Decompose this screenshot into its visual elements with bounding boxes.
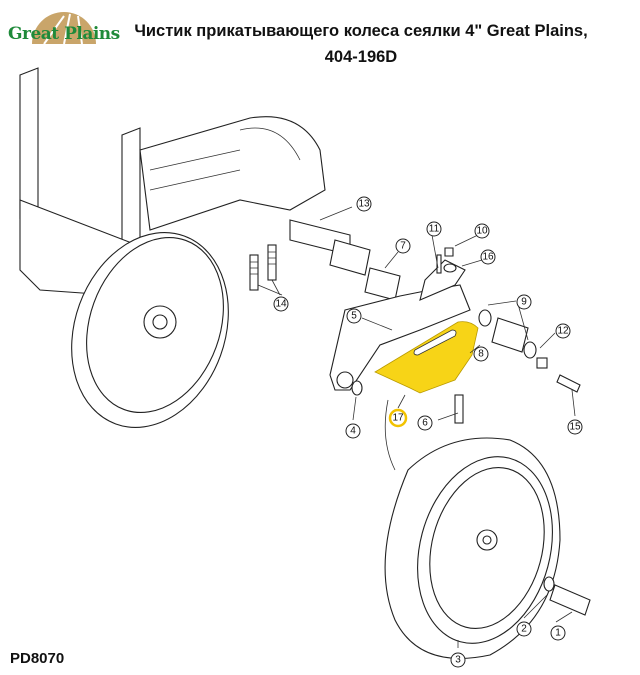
- callout-7: 7: [395, 238, 411, 254]
- spring-bolts: [249, 244, 277, 291]
- callout-9: 9: [516, 294, 532, 310]
- svg-text:2: 2: [521, 624, 527, 635]
- svg-text:4: 4: [350, 426, 356, 437]
- logo-text: Great Plains: [8, 24, 120, 44]
- callout-15: 15: [567, 419, 583, 435]
- svg-text:6: 6: [422, 418, 428, 429]
- svg-text:16: 16: [482, 252, 494, 263]
- svg-text:12: 12: [557, 326, 569, 337]
- opener-disc: [71, 232, 229, 428]
- svg-text:8: 8: [478, 349, 484, 360]
- scraper-plate-highlighted[interactable]: [374, 321, 479, 394]
- callout-13: 13: [356, 196, 372, 212]
- svg-text:11: 11: [429, 224, 440, 235]
- callout-6: 6: [417, 415, 433, 431]
- title-line-2: 404-196D: [324, 48, 398, 66]
- callout-11: 11: [426, 221, 442, 237]
- bushings-and-bolts: [436, 247, 581, 424]
- callout-12: 12: [555, 323, 571, 339]
- svg-text:17: 17: [392, 413, 404, 424]
- svg-text:3: 3: [455, 655, 461, 666]
- callout-8: 8: [473, 346, 489, 362]
- callout-17[interactable]: 17: [388, 408, 408, 428]
- callout-1: 1: [550, 625, 566, 641]
- logo-sun-icon: [32, 12, 96, 45]
- callout-2: 2: [516, 621, 532, 637]
- svg-text:1: 1: [555, 628, 561, 639]
- callout-3: 3: [450, 652, 466, 668]
- svg-text:13: 13: [358, 199, 370, 210]
- svg-text:7: 7: [400, 241, 406, 252]
- svg-text:5: 5: [351, 311, 357, 322]
- page-title: Чистик прикатывающего колеса сеялки 4" G…: [126, 18, 596, 70]
- pivot-shaft: [289, 219, 401, 301]
- drawing-code: PD8070: [10, 650, 65, 667]
- title-line-1: Чистик прикатывающего колеса сеялки 4" G…: [134, 22, 588, 40]
- svg-text:9: 9: [521, 297, 527, 308]
- callout-4: 4: [345, 423, 361, 439]
- callout-14: 14: [273, 296, 289, 312]
- great-plains-logo: Great Plains: [4, 4, 126, 62]
- callout-5: 5: [346, 308, 362, 324]
- callout-10: 10: [474, 223, 490, 239]
- callout-16: 16: [480, 249, 496, 265]
- press-wheel: [384, 399, 591, 659]
- svg-text:14: 14: [275, 299, 287, 310]
- svg-text:10: 10: [476, 226, 488, 237]
- svg-text:15: 15: [569, 422, 581, 433]
